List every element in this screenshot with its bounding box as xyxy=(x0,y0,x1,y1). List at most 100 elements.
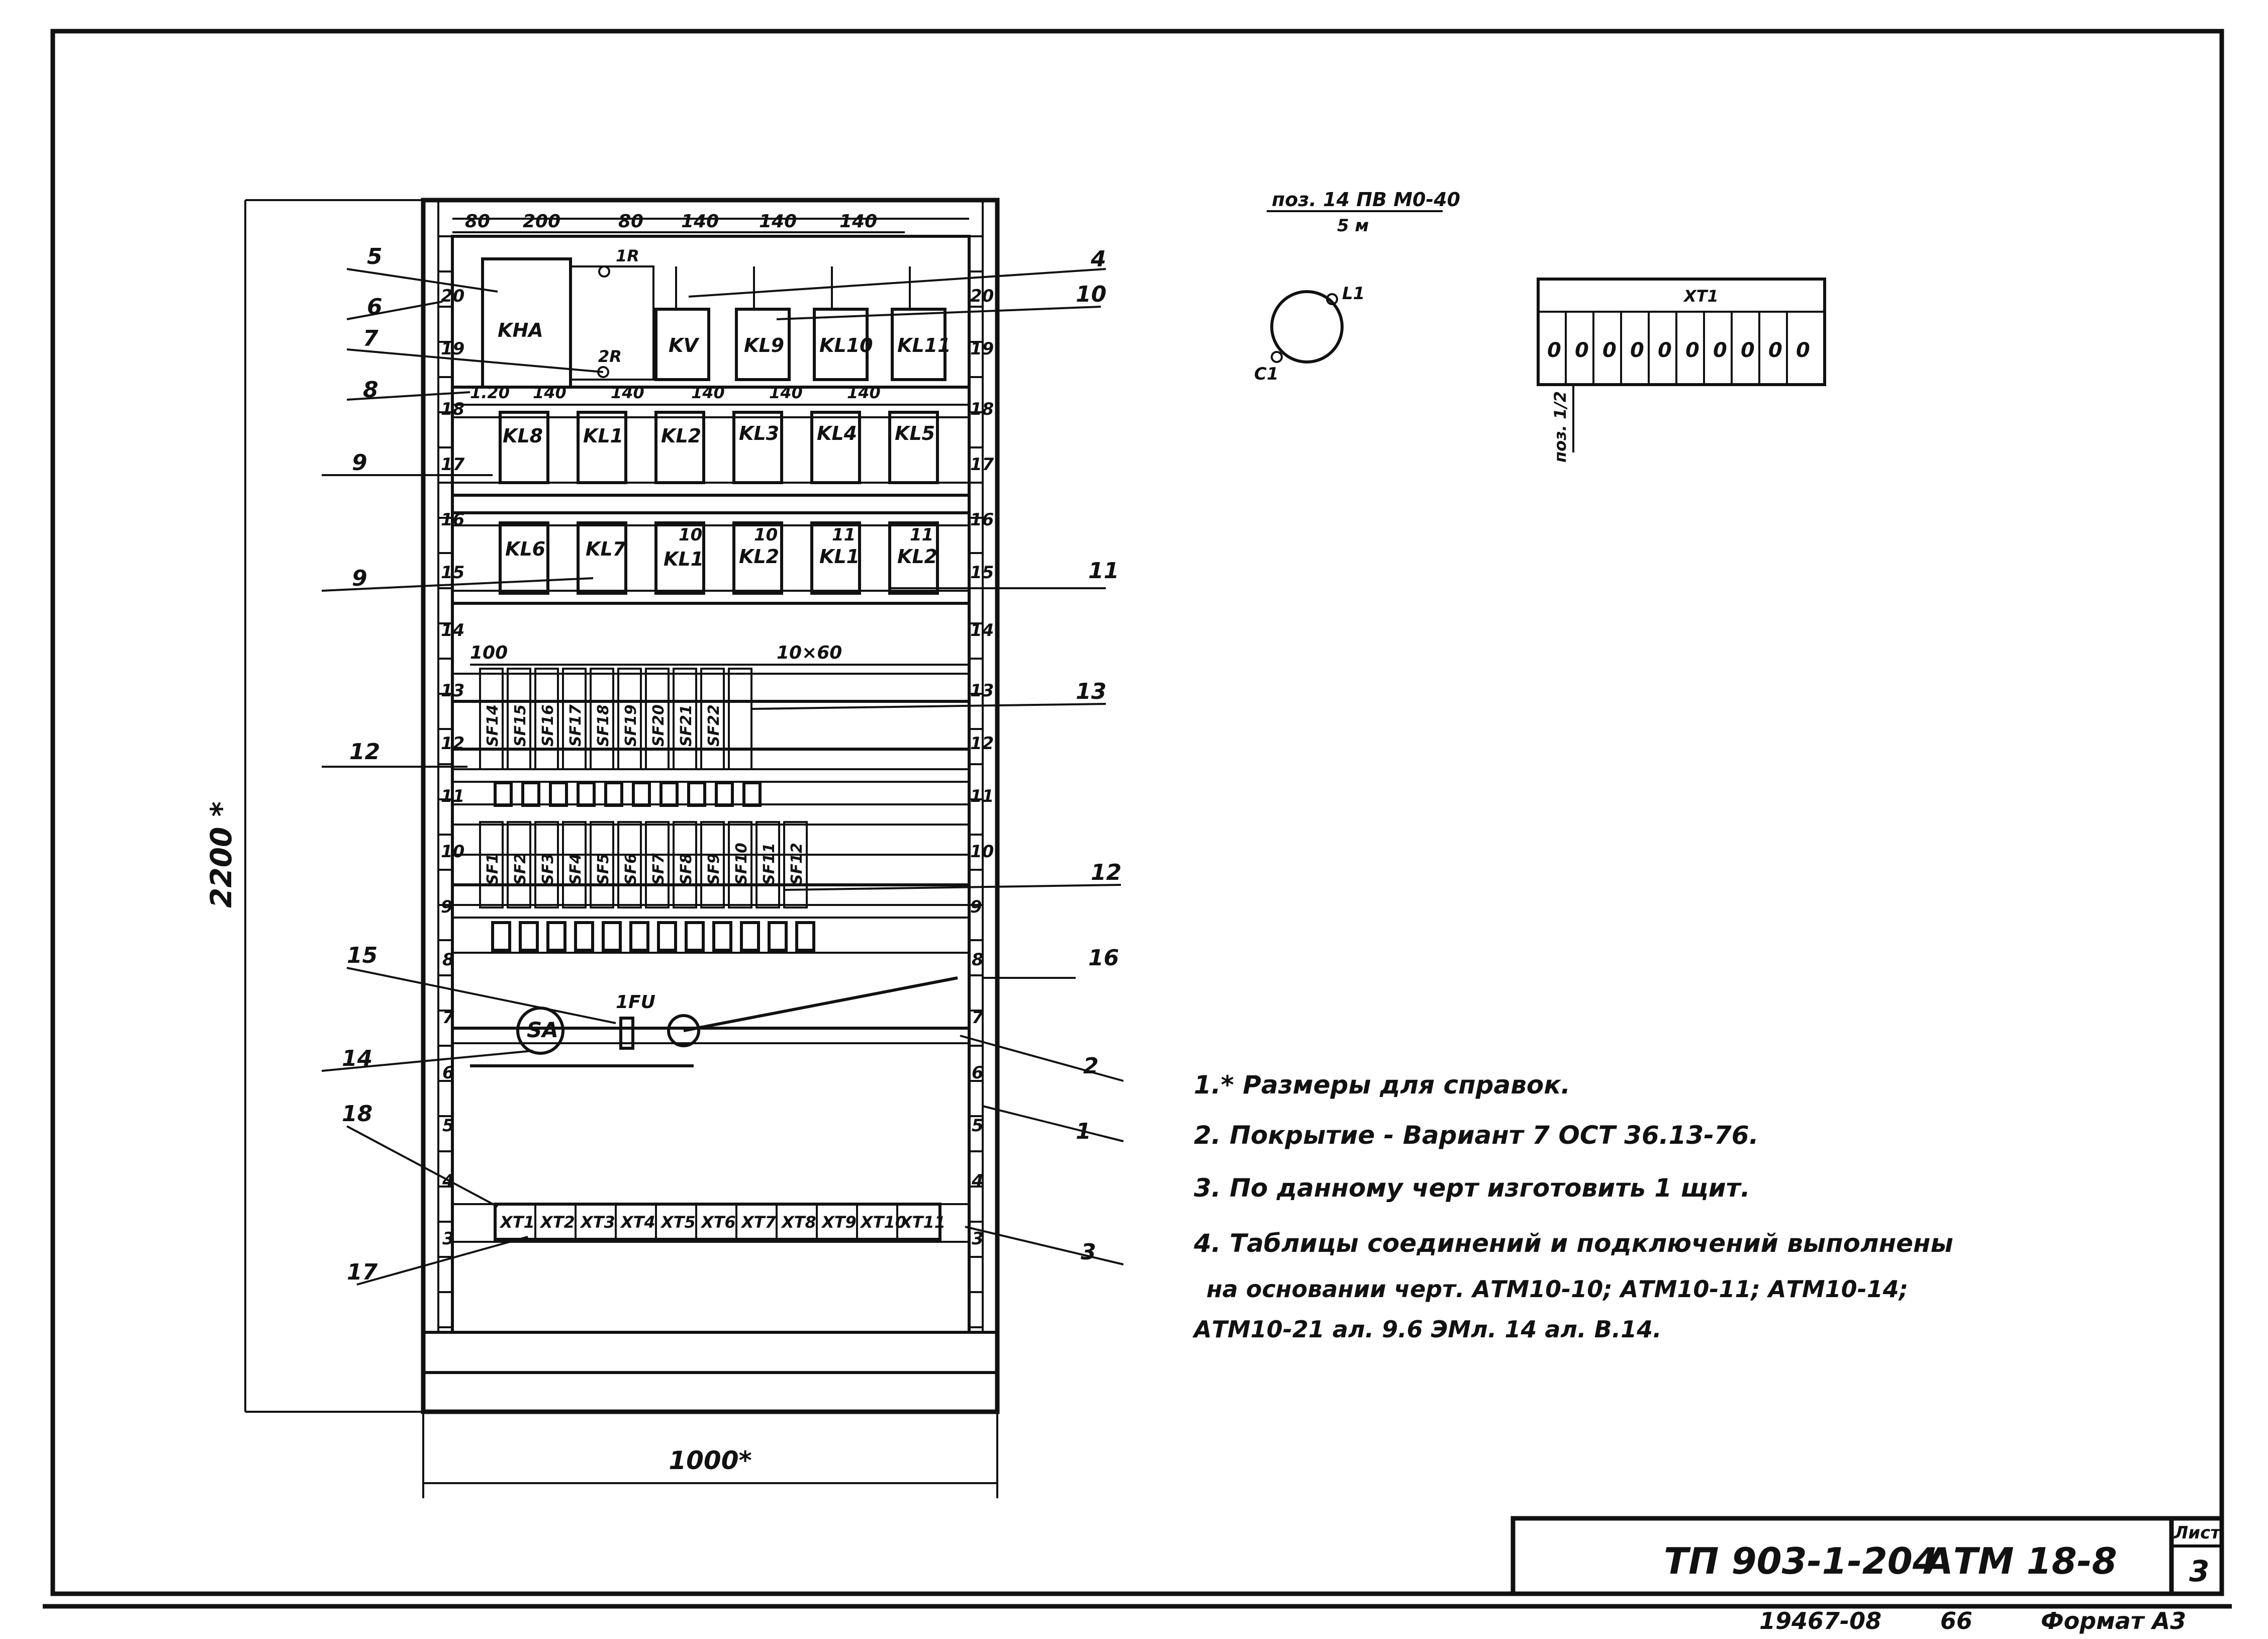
svg-text:11: 11 xyxy=(441,786,464,806)
svg-text:11: 11 xyxy=(910,525,933,545)
svg-text:16: 16 xyxy=(1088,945,1119,971)
terminal-block-values: 0 0 0 0 0 0 0 0 0 0 xyxy=(1547,339,1810,362)
svg-text:6: 6 xyxy=(367,294,383,320)
svg-text:11: 11 xyxy=(832,525,856,545)
svg-text:13: 13 xyxy=(970,681,994,701)
width-dimension: 1000* xyxy=(669,1446,751,1475)
relay-row-2 xyxy=(452,404,969,497)
svg-text:140: 140 xyxy=(769,383,803,402)
svg-text:SF17: SF17 xyxy=(567,704,585,747)
svg-text:8: 8 xyxy=(442,950,454,970)
switch-sa: SA xyxy=(527,1018,558,1042)
svg-text:9: 9 xyxy=(441,897,453,917)
svg-text:140: 140 xyxy=(681,211,719,232)
row-dimension: 1.20 140 140 140 140 140 xyxy=(470,383,881,402)
svg-text:6: 6 xyxy=(972,1063,984,1083)
svg-text:19: 19 xyxy=(970,339,994,359)
svg-text:SF16: SF16 xyxy=(539,704,557,747)
svg-text:10: 10 xyxy=(441,842,464,862)
device-kha: KHA xyxy=(498,319,543,341)
svg-text:KL2: KL2 xyxy=(739,545,779,568)
svg-text:KL1: KL1 xyxy=(664,548,704,570)
svg-text:80: 80 xyxy=(618,211,643,232)
svg-text:140: 140 xyxy=(847,383,881,402)
svg-text:XT1: XT1 xyxy=(499,1213,535,1232)
sheet-frame xyxy=(50,29,2224,1596)
svg-text:18: 18 xyxy=(441,399,464,419)
left-callouts: 5 6 7 8 9 9 12 15 14 18 17 xyxy=(342,244,383,1285)
svg-text:4: 4 xyxy=(1090,246,1106,272)
svg-text:9: 9 xyxy=(352,566,367,591)
breaker-row-lower xyxy=(452,821,969,908)
svg-text:KL3: KL3 xyxy=(739,422,779,444)
svg-text:17: 17 xyxy=(441,454,465,475)
svg-text:140: 140 xyxy=(759,211,797,232)
svg-text:SF1: SF1 xyxy=(484,853,502,885)
svg-text:19: 19 xyxy=(441,339,464,359)
sheet-number: 3 xyxy=(2189,1554,2209,1588)
svg-text:17: 17 xyxy=(970,454,994,475)
svg-text:7: 7 xyxy=(363,326,379,351)
svg-text:XT10: XT10 xyxy=(860,1213,906,1232)
svg-text:13: 13 xyxy=(1076,679,1106,704)
inventory-number: 19467-08 xyxy=(1759,1607,1881,1634)
svg-text:XT5: XT5 xyxy=(660,1213,696,1232)
svg-text:12: 12 xyxy=(349,739,380,765)
svg-text:XT9: XT9 xyxy=(821,1213,857,1232)
svg-text:SF19: SF19 xyxy=(622,704,640,747)
svg-text:XT3: XT3 xyxy=(580,1213,615,1232)
svg-text:SF5: SF5 xyxy=(595,853,612,885)
left-rail-numbers: 20 19 18 17 16 15 14 13 12 11 10 9 8 7 6… xyxy=(441,286,465,1249)
terminal-strip xyxy=(452,1203,969,1243)
svg-text:XT7: XT7 xyxy=(740,1213,777,1232)
svg-text:12: 12 xyxy=(1091,860,1121,885)
svg-text:1.20: 1.20 xyxy=(470,383,510,402)
svg-text:7: 7 xyxy=(442,1008,454,1028)
note-3: 3. По данному черт изготовить 1 щит. xyxy=(1194,1173,1750,1203)
svg-text:KL5: KL5 xyxy=(895,422,935,444)
breaker-row-upper xyxy=(452,668,969,770)
svg-text:SF4: SF4 xyxy=(567,853,585,885)
sheet-label: Лист xyxy=(2174,1523,2221,1543)
svg-text:8: 8 xyxy=(972,950,984,970)
note-2: 2. Покрытие - Вариант 7 ОСТ 36.13-76. xyxy=(1194,1121,1759,1150)
title-doc: АТМ 18-8 xyxy=(1923,1540,2117,1582)
svg-text:0: 0 xyxy=(1547,339,1561,362)
svg-text:20: 20 xyxy=(441,286,464,306)
svg-text:4: 4 xyxy=(971,1171,984,1191)
relay-row-3-labels: KL6 KL7 KL1 KL2 KL1 KL2 10 10 11 11 xyxy=(505,525,937,570)
dimension-lines xyxy=(244,199,998,1498)
lamp-l1: L1 xyxy=(1342,284,1365,304)
svg-text:KL1: KL1 xyxy=(583,425,623,447)
svg-text:0: 0 xyxy=(1602,339,1617,362)
svg-text:9: 9 xyxy=(352,450,367,476)
svg-text:18: 18 xyxy=(342,1101,372,1127)
svg-text:XT2: XT2 xyxy=(539,1213,575,1232)
note-4-line-3: АТМ10-21 ал. 9.6 ЭМл. 14 ал. В.14. xyxy=(1192,1316,1662,1343)
svg-text:140: 140 xyxy=(533,383,566,402)
svg-text:0: 0 xyxy=(1630,339,1644,362)
top-device-section xyxy=(452,257,969,389)
svg-text:12: 12 xyxy=(970,734,994,754)
breaker-row-upper-labels: SF14 SF15 SF16 SF17 SF18 SF19 SF20 SF21 … xyxy=(484,704,723,747)
svg-text:KL8: KL8 xyxy=(503,425,543,447)
svg-text:10: 10 xyxy=(970,842,994,862)
svg-text:SF12: SF12 xyxy=(788,843,806,885)
relay-row-2-labels: KL8 KL1 KL2 KL3 KL4 KL5 xyxy=(503,422,935,447)
lamp-c1: C1 xyxy=(1254,364,1279,384)
svg-text:0: 0 xyxy=(1713,339,1727,362)
svg-text:0: 0 xyxy=(1741,339,1755,362)
sf-spacing-right: 10×60 xyxy=(777,643,842,663)
svg-text:SF20: SF20 xyxy=(650,704,668,747)
svg-text:0: 0 xyxy=(1658,339,1672,362)
fuse-strip-upper xyxy=(452,781,969,807)
notes: 1.* Размеры для справок. 2. Покрытие - В… xyxy=(1192,1070,1953,1343)
svg-text:SF11: SF11 xyxy=(761,843,778,885)
right-rail-numbers: 20 19 18 17 16 15 14 13 12 11 10 9 8 7 6… xyxy=(970,286,994,1249)
svg-text:2: 2 xyxy=(1083,1053,1099,1079)
svg-text:14: 14 xyxy=(970,620,994,641)
svg-text:SF18: SF18 xyxy=(595,704,612,747)
svg-text:SF9: SF9 xyxy=(705,853,723,885)
svg-text:XT4: XT4 xyxy=(620,1213,655,1232)
svg-text:SF21: SF21 xyxy=(678,704,695,747)
